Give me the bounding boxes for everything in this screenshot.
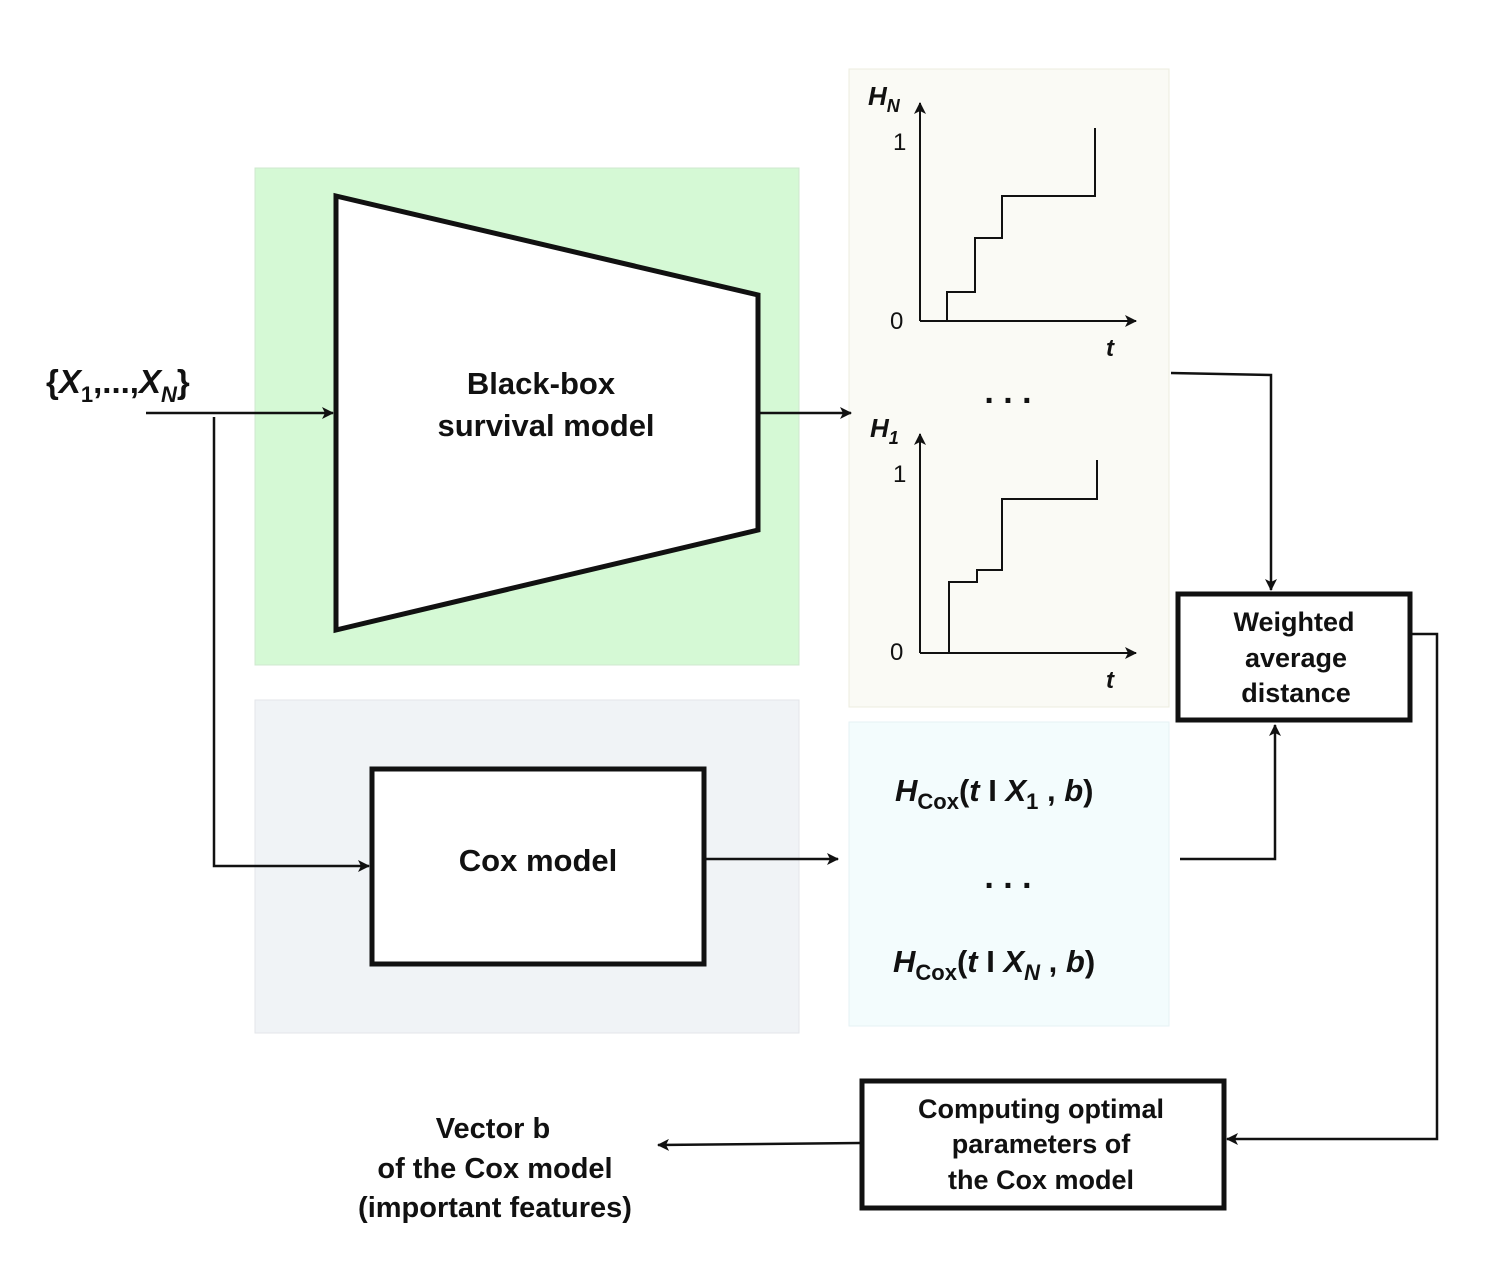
plot-h1-tick-1: 1 [893,461,906,488]
plot-h1: H1 1 0 t [870,413,1137,694]
input-sub-n: N [161,382,178,407]
output-label-line2: of the Cox model [377,1153,612,1185]
plot-h1-step-curve [948,460,1098,653]
optimal-params-line3: the Cox model [948,1165,1134,1195]
optimal-params-line1: Computing optimal [918,1094,1164,1124]
plot-hn-y-sub: N [887,96,901,116]
formulas-panel [848,721,1170,1027]
output-label-line3: (important features) [358,1192,632,1224]
arrow-input-to-cox [212,417,370,872]
plot-hn-tick-0: 0 [890,308,903,335]
input-set-label: {X1,...,XN} [46,363,190,407]
blackbox-model-shape [333,192,761,634]
plot-hn-x-label: t [1106,335,1115,362]
input-xn: X [137,363,163,400]
optimal-params-line2: parameters of [952,1129,1132,1159]
weighted-distance-line1: Weighted [1234,607,1355,637]
formulas-ellipsis: . . . [984,858,1031,896]
optimal-params-box [859,1078,1227,1211]
weighted-distance-box [1175,591,1413,723]
input-x1: X [57,363,83,400]
input-close-brace: } [177,363,190,400]
cox-model-label: Cox model [459,843,617,878]
plot-hn: HN 1 0 t [868,81,1137,362]
arrow-plots-to-weighted [1170,371,1277,591]
arrow-optimal-to-output [657,1138,861,1151]
plot-h1-tick-0: 0 [890,639,903,666]
plot-h1-y-label: H1 [870,413,899,448]
plot-hn-step-curve [946,128,1096,321]
blackbox-label-line1: Black-box [467,366,616,401]
plot-h1-y-symbol: H [870,413,890,443]
arrow-weighted-to-optimal [1226,632,1439,1145]
input-open-brace: { [46,363,59,400]
cox-model-box [369,766,707,967]
weighted-distance-line2: average [1245,643,1347,673]
plot-hn-tick-1: 1 [893,129,906,156]
plot-h1-x-label: t [1106,667,1115,694]
plots-panel [848,68,1170,708]
cox-formula-first: HCox(t I X1 , b) [895,773,1094,814]
weighted-distance-line3: distance [1241,678,1351,708]
arrow-formulas-to-weighted [1180,724,1281,861]
plot-h1-y-sub: 1 [889,428,899,448]
cox-formula-last: HCox(t I XN , b) [893,944,1095,985]
output-label-line1: Vector b [436,1113,550,1145]
input-sub-1: 1 [81,382,93,407]
plot-hn-y-symbol: H [868,81,888,111]
plot-hn-y-label: HN [868,81,901,116]
blackbox-label-line2: survival model [437,408,654,443]
input-ellipsis: ,..., [93,363,139,400]
plots-ellipsis: . . . [984,373,1031,411]
